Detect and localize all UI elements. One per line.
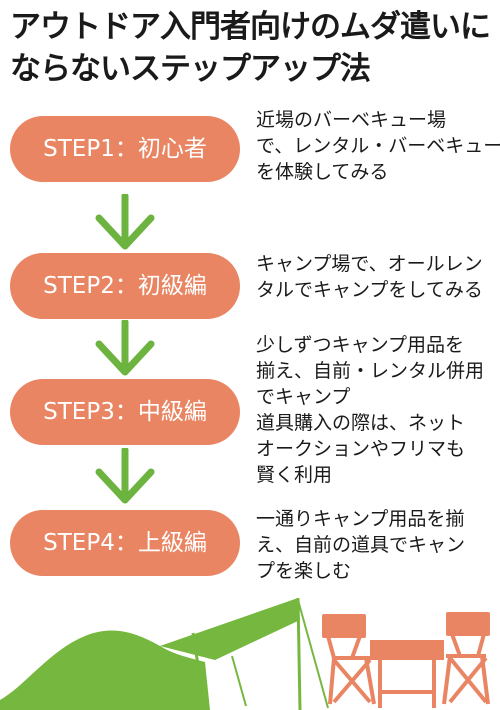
step-4-description: 一通りキャンプ用品を揃 え、自前の道具でキャン プを楽しむ: [256, 506, 496, 584]
tent-icon: [0, 630, 210, 710]
step-2-description: キャンプ場で、オールレン タルでキャンプをしてみる: [256, 251, 496, 303]
tarp-icon: [149, 597, 329, 710]
step-3-description: 少しずつキャンプ用品を 揃え、自前・レンタル併用 でキャンプ 道具購入の際は、ネ…: [256, 332, 496, 488]
step-1-line: を体験してみる: [256, 161, 389, 183]
step-1-badge: STEP1：初心者: [10, 116, 240, 182]
step-4-line: え、自前の道具でキャン: [256, 534, 466, 556]
camping-illustration: [0, 597, 490, 710]
arrow-down-icon: [95, 448, 155, 504]
step-3-line: でキャンプ: [256, 386, 351, 408]
step-1-line: 近場のバーベキュー場: [256, 109, 447, 131]
step-4-badge: STEP4：上級編: [10, 510, 240, 576]
page-title: アウトドア入門者向けのムダ遣いに ならないステップアップ法: [10, 6, 492, 90]
step-1-line: で、レンタル・バーベキュー: [256, 135, 500, 157]
chair-icon: [442, 612, 490, 705]
step-3-badge: STEP3：中級編: [10, 379, 240, 445]
step-3-line: 揃え、自前・レンタル併用: [256, 360, 485, 382]
chair-icon: [322, 614, 376, 705]
step-4-line: 一通りキャンプ用品を揃: [256, 508, 465, 530]
step-4-line: プを楽しむ: [256, 560, 352, 582]
step-3-line: 少しずつキャンプ用品を: [256, 334, 465, 356]
arrow-down-icon: [95, 320, 155, 376]
title-line-1: アウトドア入門者向けのムダ遣いに: [10, 9, 491, 45]
table-icon: [370, 640, 444, 708]
arrow-down-icon: [95, 194, 155, 250]
step-2-badge: STEP2：初級編: [10, 253, 240, 319]
title-line-2: ならないステップアップ法: [10, 51, 371, 87]
step-3-line: 賢く利用: [256, 464, 333, 486]
step-2-line: タルでキャンプをしてみる: [256, 279, 483, 301]
step-3-line: オークションやフリマも: [256, 438, 466, 460]
step-2-line: キャンプ場で、オールレン: [256, 253, 483, 275]
step-3-line: 道具購入の際は、ネット: [256, 412, 466, 434]
step-1-description: 近場のバーベキュー場 で、レンタル・バーベキュー を体験してみる: [256, 107, 500, 185]
